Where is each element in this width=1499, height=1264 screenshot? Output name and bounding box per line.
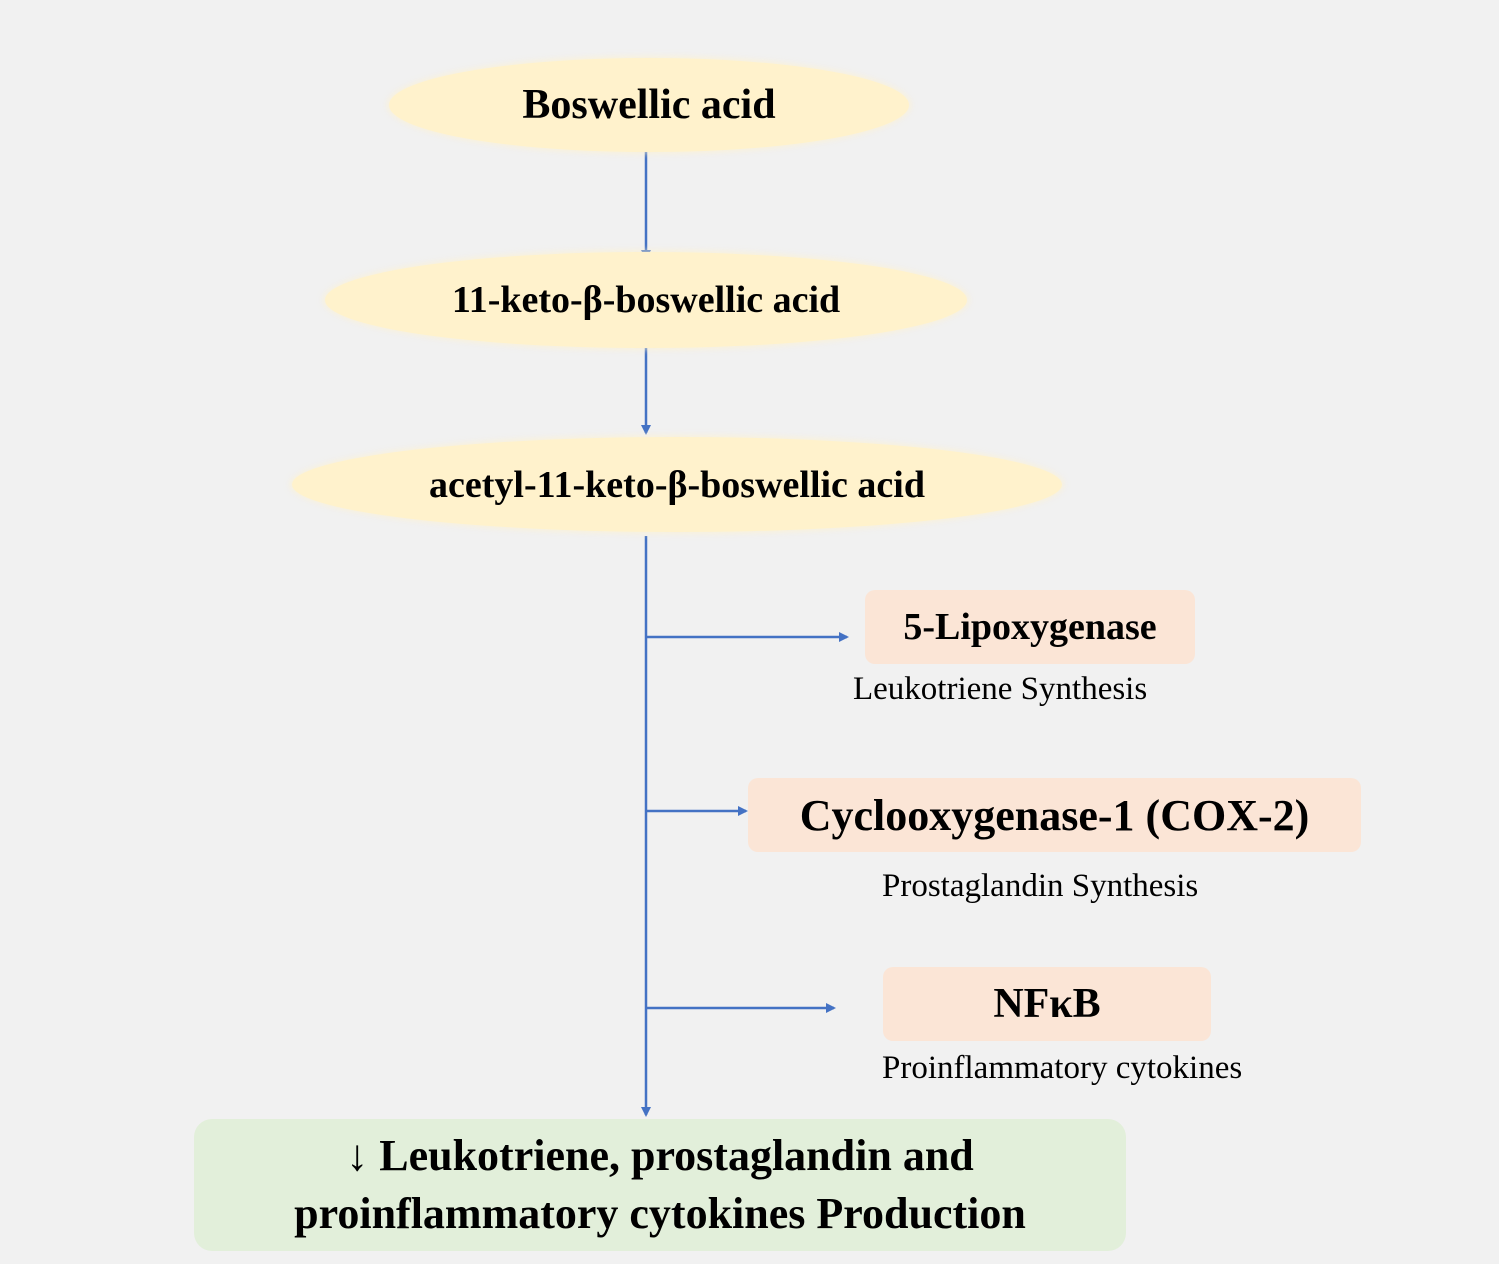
effect-proinflammatory-cytokines: Proinflammatory cytokines xyxy=(882,1050,1243,1086)
effect-leukotriene-synthesis: Leukotriene Synthesis xyxy=(853,671,1148,707)
node-label: acetyl-11-keto-β-boswellic acid xyxy=(429,463,925,506)
node-label: 11-keto-β-boswellic acid xyxy=(451,279,841,321)
result-line-2: proinflammatory cytokines Production xyxy=(294,1189,1026,1238)
target-label: 5-Lipoxygenase xyxy=(903,606,1157,648)
target-5-lipoxygenase: 5-Lipoxygenase xyxy=(865,590,1195,664)
node-acetyl-11-keto-beta-boswellic-acid: acetyl-11-keto-β-boswellic acid xyxy=(292,437,1062,532)
result-line-1: ↓ Leukotriene, prostaglandin and xyxy=(346,1131,974,1180)
effect-prostaglandin-synthesis: Prostaglandin Synthesis xyxy=(882,868,1199,904)
target-label: Cyclooxygenase-1 (COX-2) xyxy=(799,790,1310,840)
target-nfkb: NFκB xyxy=(883,967,1211,1041)
result-box: ↓ Leukotriene, prostaglandin and proinfl… xyxy=(194,1119,1126,1251)
node-11-keto-beta-boswellic-acid: 11-keto-β-boswellic acid xyxy=(325,252,967,348)
node-boswellic-acid: Boswellic acid xyxy=(389,58,909,152)
target-label: NFκB xyxy=(993,981,1101,1027)
node-label: Boswellic acid xyxy=(522,82,776,128)
target-cyclooxygenase: Cyclooxygenase-1 (COX-2) xyxy=(748,778,1361,852)
